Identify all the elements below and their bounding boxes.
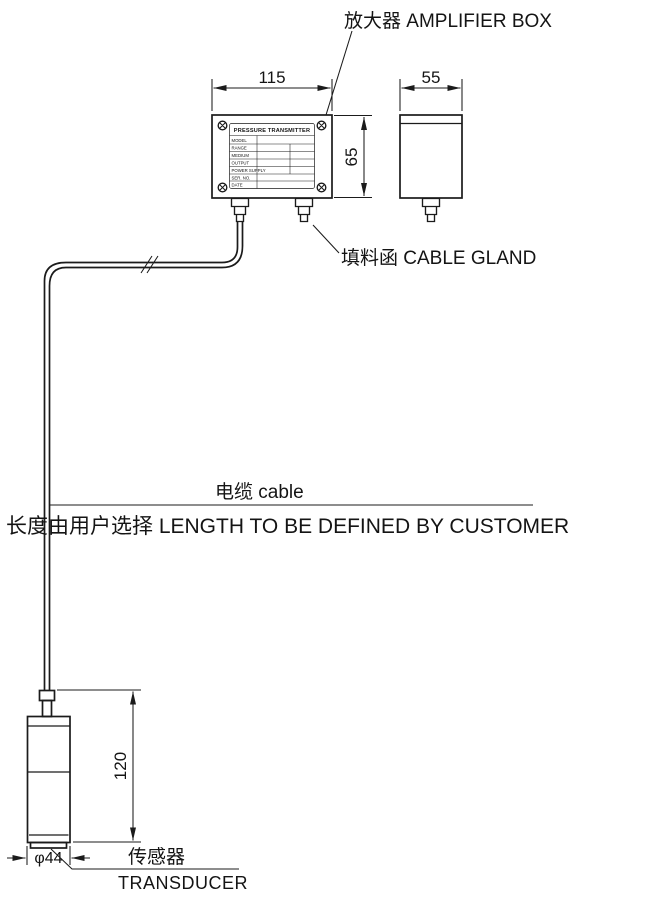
screw-cross-marks [219,122,325,191]
leader-cable-gland [312,224,340,254]
nameplate-row-label: DATE [232,183,243,188]
cable [43,221,244,691]
cable-label: 电缆 cable [215,481,304,503]
nameplate-outline [229,123,315,189]
nameplate: PRESSURE TRANSMITTER MODEL RANGE MEDIUM … [229,123,315,189]
transducer-stem [41,699,53,718]
screw-icon [217,182,228,193]
nameplate-row-label: SER. NO. [232,176,251,181]
screw-icon [316,120,327,131]
dimension-text-55: 55 [422,68,441,87]
dimension-65: 65 [334,114,372,199]
leader-transducer [50,848,239,870]
amplifier-box-label: 放大器 AMPLIFIER BOX [344,10,552,32]
amplifier-box-front-view: PRESSURE TRANSMITTER MODEL RANGE MEDIUM … [211,114,333,223]
dimension-115: 115 [211,68,333,111]
leader-lines [50,30,533,870]
nameplate-row-label: MODEL [232,138,248,143]
nameplate-row-label: OUTPUT [232,161,250,166]
transducer-body-rings [27,725,70,836]
cable-length-note: 长度由用户选择 LENGTH TO BE DEFINED BY CUSTOMER [6,515,569,538]
extension-lines-65 [334,114,372,199]
leader-amplifier-box [325,30,353,116]
nameplate-row-label: MEDIUM [232,153,250,158]
transducer-bottom-cap [29,841,68,849]
transducer-label-en: TRANSDUCER [118,873,248,893]
callout-labels: 放大器 AMPLIFIER BOX 填料函 CABLE GLAND 电缆 cab… [6,10,569,893]
side-view-outline [399,114,463,199]
dimension-text-115: 115 [258,68,285,87]
amplifier-box-outline [211,114,333,199]
dimension-text-120: 120 [111,752,130,780]
corner-screw-icons [217,120,327,193]
amplifier-box-side-view [399,114,463,223]
nameplate-title: PRESSURE TRANSMITTER [234,128,310,134]
screw-icon [217,120,228,131]
extension-lines-55 [399,79,463,111]
extension-lines-120 [57,689,141,843]
cable-line-inner [48,221,244,691]
dimension-text-phi44: φ44 [34,850,62,867]
transducer-top-nut [38,689,56,702]
nameplate-table-lines [229,135,315,189]
transducer [26,689,71,849]
dimension-55: 55 [399,68,463,111]
cable-gland-label: 填料函 CABLE GLAND [341,247,536,269]
nameplate-row-label: POWER SUPPLY [232,168,266,173]
dimension-120: 120 [57,689,141,843]
dimension-text-65: 65 [342,148,361,167]
cable-gland-right [294,197,314,223]
cable-break-symbol [140,255,159,274]
nameplate-row-label: RANGE [232,146,247,151]
cable-gland-left [230,197,250,223]
transducer-body [26,715,71,844]
screw-icon [316,182,327,193]
extension-lines-phi44 [26,846,71,865]
cable-gland-side [421,197,441,223]
dimension-phi44: φ44 [7,846,90,867]
transducer-label-cn: 传感器 [128,846,185,868]
cable-line-outer [43,221,239,691]
